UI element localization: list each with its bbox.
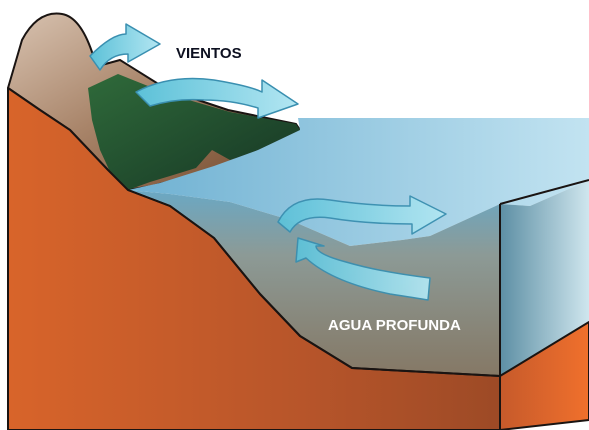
sea-side-face [500,180,589,376]
forest-area [88,74,300,190]
wind-arrow-upper-icon [89,23,161,71]
deep-water-arrow-icon [295,237,431,301]
sea-surface [128,118,589,246]
sea-cross-section [128,190,500,376]
winds-label: VIENTOS [176,45,242,62]
surface-current-arrow-icon [277,195,447,235]
wind-arrow-lower-icon [135,77,299,119]
seafloor-line [127,189,501,377]
block-outline [499,179,589,430]
deep-water-label: AGUA PROFUNDA [328,317,461,334]
wind-arrows [89,23,299,119]
